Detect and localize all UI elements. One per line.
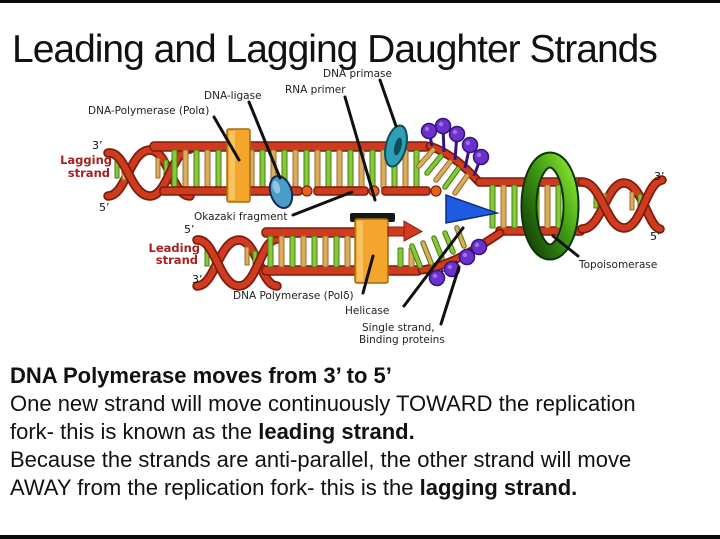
dna-ligase-oval	[268, 174, 294, 210]
slide-bottom-border	[0, 535, 720, 539]
okazaki-fragments	[159, 185, 442, 197]
label-rna-primer: RNA primer	[285, 84, 346, 96]
dna-polymerase-delta-box	[350, 213, 395, 284]
label-ssb-line2: Binding proteins	[359, 334, 445, 346]
caption-line: Because the strands are anti-parallel, t…	[10, 447, 632, 472]
lagging-base-pairs	[171, 149, 420, 189]
label-dna-primase: DNA primase	[323, 68, 392, 80]
slide-top-border	[0, 0, 720, 3]
leading-template-backbone	[261, 265, 423, 276]
svg-text:strand: strand	[156, 253, 198, 267]
label-leading-strand: Leading	[149, 241, 200, 255]
helicase-triangle	[445, 193, 500, 224]
replication-direction-arrow	[387, 220, 424, 242]
caption-line: fork- this is known as the leading stran…	[10, 419, 415, 444]
svg-text:strand: strand	[68, 166, 110, 180]
ssb-proteins-top	[420, 117, 490, 177]
caption-block: DNA Polymerase moves from 3’ to 5’ One n…	[10, 362, 715, 502]
label-5prime-right: 5’	[650, 230, 661, 243]
label-5prime-mid: 5’	[184, 223, 195, 236]
leading-strand-helix	[192, 234, 282, 291]
caption-line: AWAY from the replication fork- this is …	[10, 475, 578, 500]
fork-top-template	[416, 141, 483, 196]
label-3prime-mid: 3’	[192, 273, 203, 286]
label-okazaki-fragment: Okazaki fragment	[194, 211, 287, 223]
caption-heading: DNA Polymerase moves from 3’ to 5’	[10, 363, 392, 388]
ssb-proteins-bottom	[428, 238, 488, 287]
label-dna-polymerase-delta: DNA Polymerase (Polδ)	[233, 290, 354, 302]
caption-line: One new strand will move continuously TO…	[10, 391, 636, 416]
label-helicase: Helicase	[345, 305, 389, 317]
leading-new-backbone	[261, 227, 359, 238]
label-lagging-strand: Lagging	[60, 153, 112, 167]
label-dna-ligase: DNA-ligase	[204, 90, 262, 102]
rna-primer-dot	[430, 185, 442, 197]
slide-title: Leading and Lagging Daughter Strands	[12, 28, 658, 72]
rna-primer-dot	[301, 185, 313, 197]
label-ssb-line1: Single strand,	[362, 322, 435, 334]
label-3prime-top-left: 3’	[92, 139, 103, 152]
dna-primase-disc	[384, 124, 408, 168]
label-5prime-left: 5’	[99, 201, 110, 214]
topoisomerase-ring	[520, 151, 580, 261]
label-3prime-right: 3’	[654, 170, 665, 183]
label-dna-polymerase-alpha: DNA-Polymerase (Polα)	[88, 105, 209, 117]
parental-helix	[577, 175, 667, 234]
dna-polymerase-alpha-box	[226, 128, 251, 203]
label-topoisomerase: Topoisomerase	[578, 259, 657, 271]
leading-base-pairs	[267, 235, 415, 268]
dna-replication-diagram: DNA-Polymerase (Polα) DNA-ligase RNA pri…	[60, 68, 667, 346]
leader-lines	[212, 78, 580, 326]
